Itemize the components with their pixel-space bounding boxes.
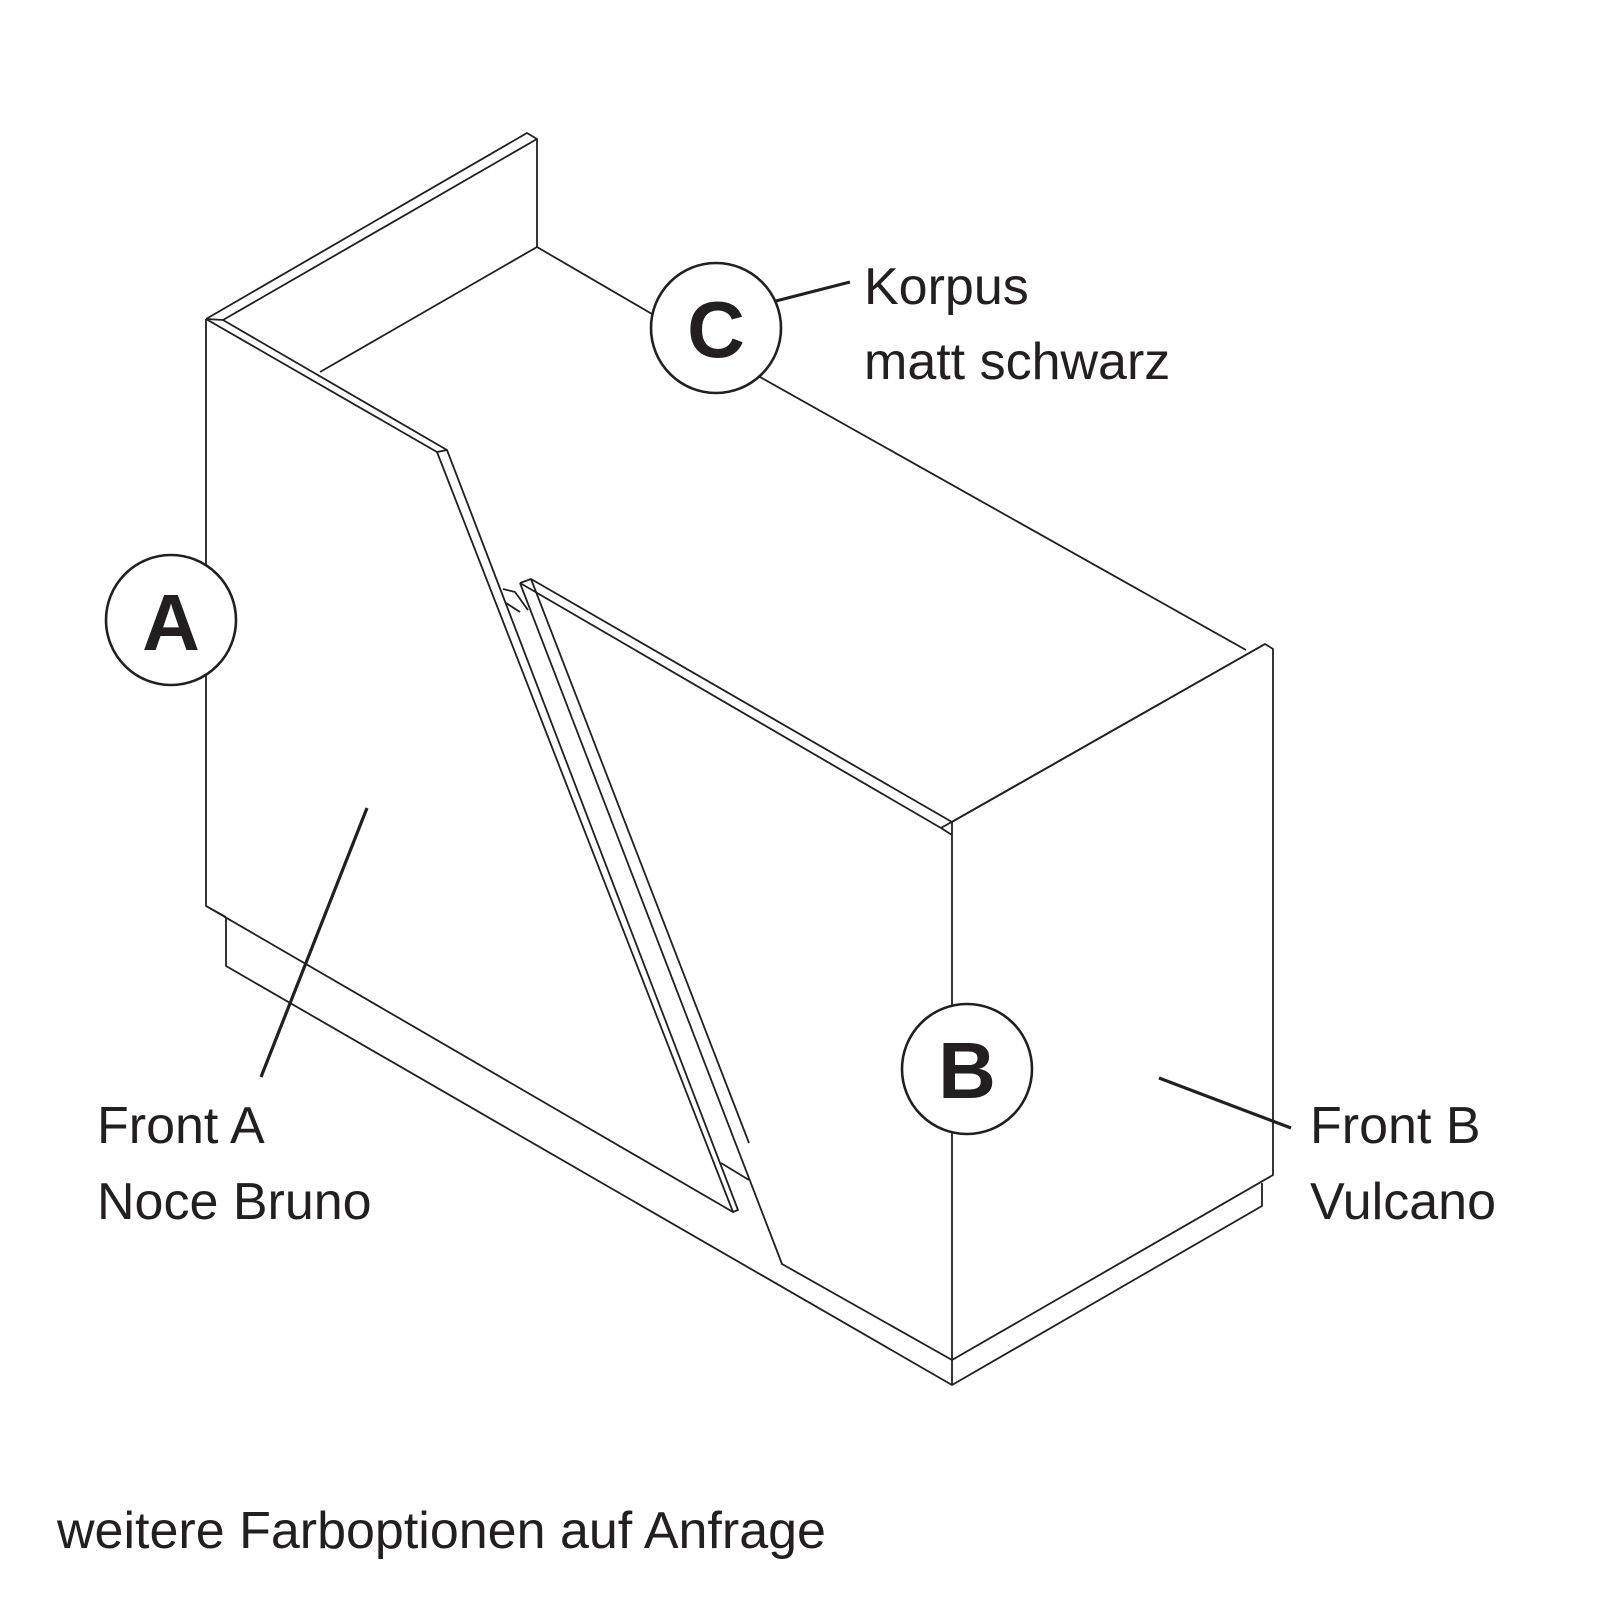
leader-front-b [1158,1076,1292,1130]
badge-a-letter: A [142,578,200,667]
front-a-top-edge [205,318,448,451]
side-panel-left-inner-edge [222,138,538,321]
badge-c: C [649,261,783,395]
leader-front-a [259,807,369,1078]
cabinet-drawing [205,132,1274,1386]
side-panel-right-top-front [940,827,953,836]
front-b-diagonal-outer [519,578,953,823]
top-back-edge [536,246,653,315]
plinth [225,917,1263,1386]
badge-b-circle [900,1002,1034,1136]
label-front-a: Front A Noce Bruno [97,1097,372,1231]
label-front-b-line2: Vulcano [1310,1173,1496,1231]
front-b-left-edge [519,582,953,1361]
side-panel-right [951,643,1274,1361]
label-korpus: Korpus matt schwarz [864,258,1170,391]
front-b-diagonal-inner [519,582,942,829]
badge-b-letter: B [938,1026,996,1115]
top-back-edge-2 [759,376,1247,651]
label-front-b-line1: Front B [1310,1097,1481,1155]
front-a-bottom-edge [205,905,734,1213]
label-front-a-line2: Noce Bruno [97,1173,372,1231]
side-panel-right-inner [940,643,1266,829]
badge-c-letter: C [687,285,745,374]
footnote: weitere Farboptionen auf Anfrage [56,1502,826,1560]
front-a-diagonal [436,449,739,1213]
plinth-inner-edge [720,1162,750,1181]
gap-strip-2 [505,602,521,613]
label-korpus-line2: matt schwarz [864,333,1170,391]
label-front-a-line1: Front A [97,1097,265,1155]
top-left-inner-edge [319,246,538,373]
side-panel-left-top-edge [205,132,538,320]
badge-a-circle [104,553,238,687]
label-front-b: Front B Vulcano [1310,1097,1496,1231]
gap-strip [502,588,529,611]
label-korpus-line1: Korpus [864,258,1029,316]
front-b-left-edge-2 [530,578,750,1144]
front-a-top-edge-2 [205,318,438,453]
leader-korpus [767,280,851,305]
badge-c-circle [649,261,783,395]
badge-a: A [104,553,238,687]
badge-b: B [900,1002,1034,1136]
